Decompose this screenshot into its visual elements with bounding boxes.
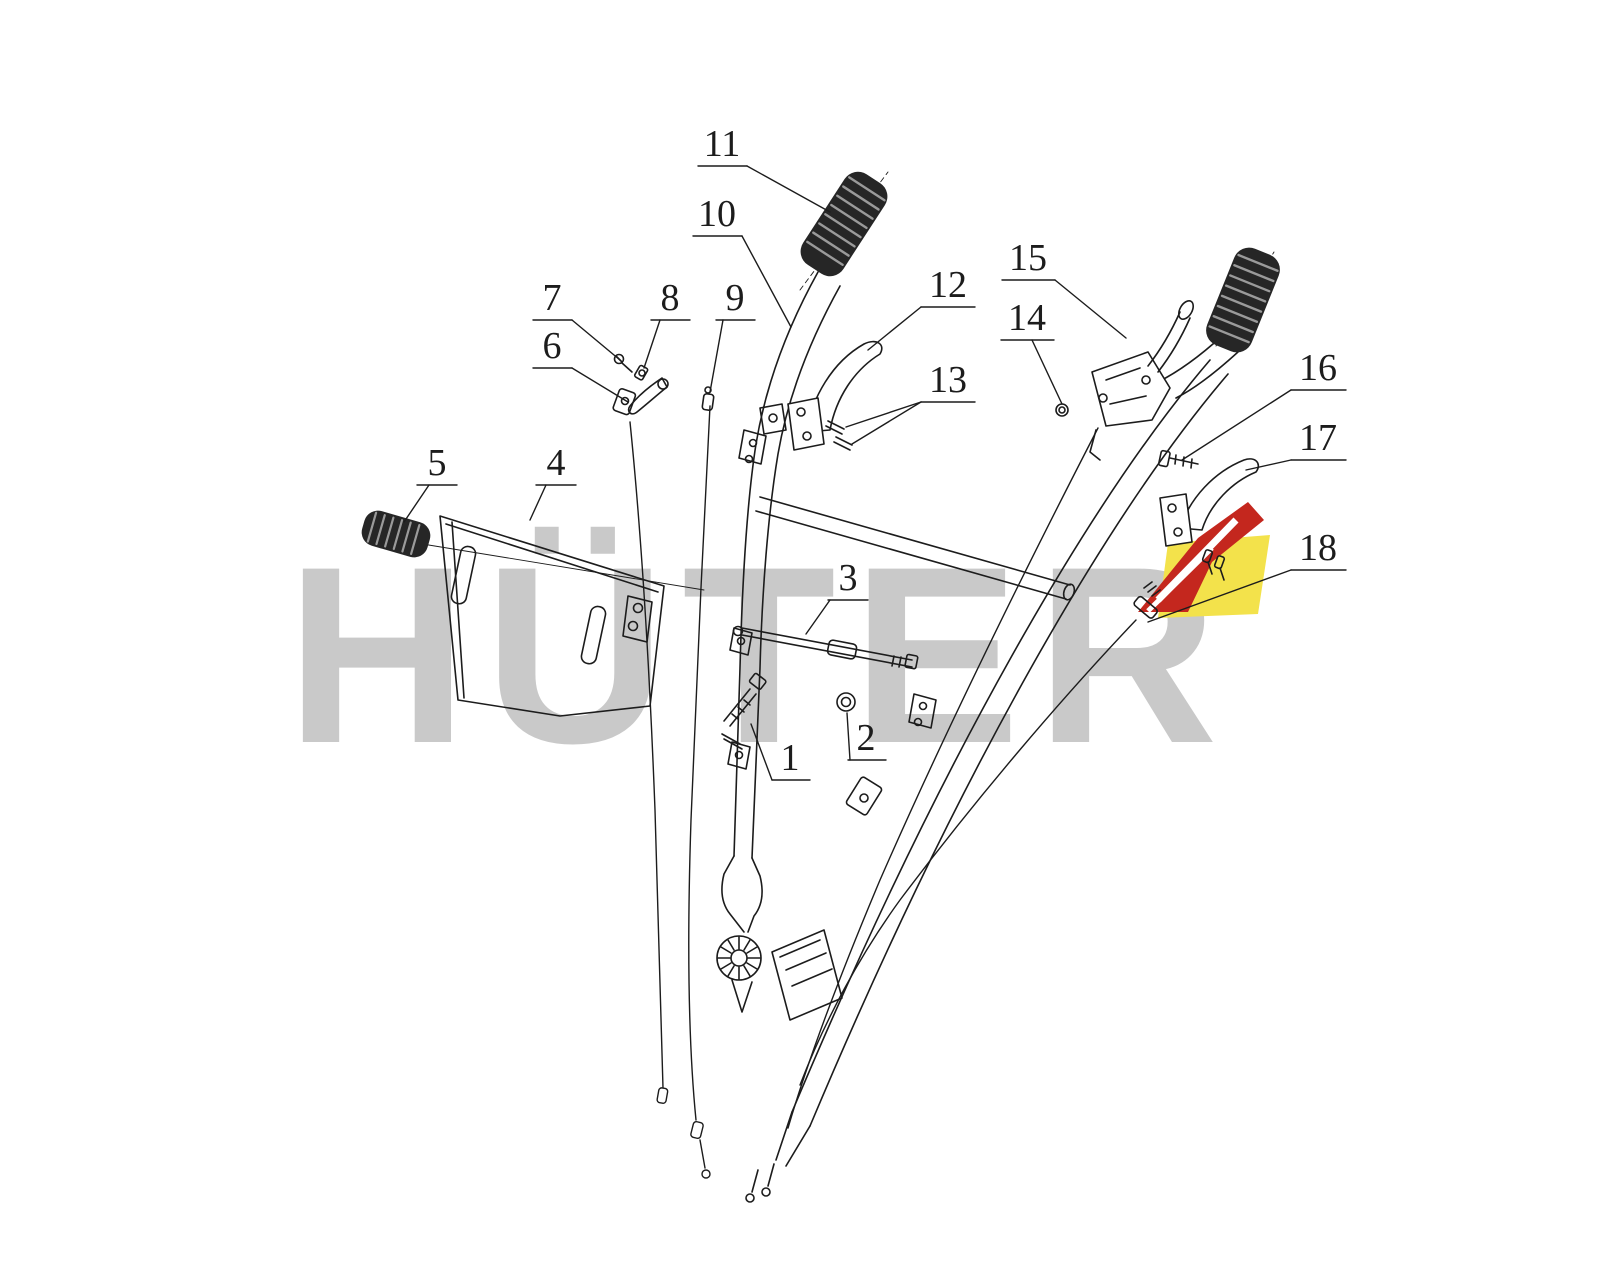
- lower-bracket: [771, 929, 843, 1021]
- callout-13-leader: [851, 401, 922, 445]
- callout-16-leader: [1181, 389, 1292, 461]
- cable-end-part-9: [701, 386, 715, 412]
- control-cables: [629, 405, 1137, 1179]
- grip-right-handlebar: [1206, 247, 1280, 353]
- callout-14-number: 14: [1008, 297, 1046, 339]
- steering-rod-part-3: [732, 625, 919, 670]
- callout-7-number: 7: [543, 277, 562, 319]
- grip-ribs: [366, 511, 421, 556]
- nut-part-2: [836, 692, 856, 712]
- grip-part-11: [800, 171, 888, 277]
- callout-4-number: 4: [547, 442, 566, 484]
- callout-15: 15: [1001, 237, 1127, 339]
- callout-12-number: 12: [929, 264, 967, 306]
- callout-18-number: 18: [1299, 527, 1337, 569]
- clamp-part-8: [633, 364, 649, 381]
- grip-ribs: [806, 176, 886, 266]
- callout-5-leader: [403, 484, 430, 523]
- screw-part-7: [613, 353, 625, 365]
- callout-15-leader: [1054, 279, 1127, 339]
- callout-2-number: 2: [857, 717, 876, 759]
- callout-6-number: 6: [543, 325, 562, 367]
- callout-2: 2: [846, 712, 887, 761]
- callout-17: 17: [1245, 417, 1347, 471]
- callout-11-number: 11: [704, 123, 741, 165]
- callout-18: 18: [1147, 527, 1347, 623]
- callout-8: 8: [643, 277, 691, 369]
- callout-3: 3: [805, 557, 869, 635]
- callout-2-leader: [846, 712, 851, 761]
- callout-10: 10: [692, 193, 792, 328]
- callout-4-leader: [529, 484, 547, 521]
- brand-logo: [1138, 502, 1270, 618]
- lever-part-17: [1159, 458, 1260, 581]
- callout-1-number: 1: [781, 737, 800, 779]
- huter-watermark: HÜTER: [286, 515, 1234, 796]
- right-handlebar-tube: [745, 251, 1275, 1203]
- pointer-axis-line: [397, 539, 705, 591]
- line-art: 1 2 3 4 5: [361, 123, 1347, 1203]
- callout-4: 4: [529, 442, 577, 521]
- callout-5-number: 5: [428, 442, 447, 484]
- throttle-assembly-part-15: [1089, 300, 1195, 461]
- switch-lever-part-6: [612, 353, 669, 416]
- grip-ribs: [1208, 253, 1279, 344]
- callout-17-number: 17: [1299, 417, 1337, 459]
- callout-9: 9: [709, 277, 756, 393]
- logo-white-stripe: [1146, 546, 1214, 613]
- nut-part-14: [1055, 403, 1069, 417]
- callout-14: 14: [1000, 297, 1063, 405]
- screw-part-16: [1157, 449, 1199, 469]
- grip-part-5: [361, 510, 431, 558]
- callout-11-leader: [746, 165, 831, 213]
- pins-part-13: [825, 420, 853, 451]
- callout-15-number: 15: [1009, 237, 1047, 279]
- callout-12-leader: [867, 306, 922, 351]
- callout-7-leader: [571, 319, 621, 361]
- callout-7: 7: [532, 277, 621, 361]
- callout-5: 5: [403, 442, 458, 523]
- callout-1: 1: [750, 723, 811, 781]
- callout-6-leader: [571, 367, 629, 403]
- callout-14-leader: [1031, 339, 1063, 405]
- callout-12: 12: [867, 264, 976, 351]
- callout-8-number: 8: [661, 277, 680, 319]
- cable-adjuster-part-18: [1133, 581, 1161, 619]
- callout-13: 13: [845, 359, 976, 445]
- callout-18-leader: [1147, 569, 1292, 623]
- control-panel-part-4: [397, 515, 705, 717]
- callout-16: 16: [1181, 347, 1347, 461]
- callout-9-number: 9: [726, 277, 745, 319]
- callout-10-leader: [741, 235, 792, 328]
- callout-8-leader: [643, 319, 661, 369]
- brake-lever-part-12: [759, 340, 883, 451]
- callout-11: 11: [697, 123, 831, 213]
- knurled-knob: [716, 935, 762, 981]
- callouts: 1 2 3 4 5: [403, 123, 1347, 781]
- callout-13-leader: [845, 401, 922, 428]
- callout-3-number: 3: [839, 557, 858, 599]
- callout-6: 6: [532, 325, 629, 403]
- bolt-part-1: [721, 672, 767, 750]
- callout-1-leader: [750, 723, 773, 781]
- callout-3-leader: [805, 599, 831, 635]
- callout-17-leader: [1245, 459, 1292, 471]
- callout-9-leader: [709, 319, 724, 393]
- callout-10-number: 10: [698, 193, 736, 235]
- callout-16-number: 16: [1299, 347, 1337, 389]
- callout-13-number: 13: [929, 359, 967, 401]
